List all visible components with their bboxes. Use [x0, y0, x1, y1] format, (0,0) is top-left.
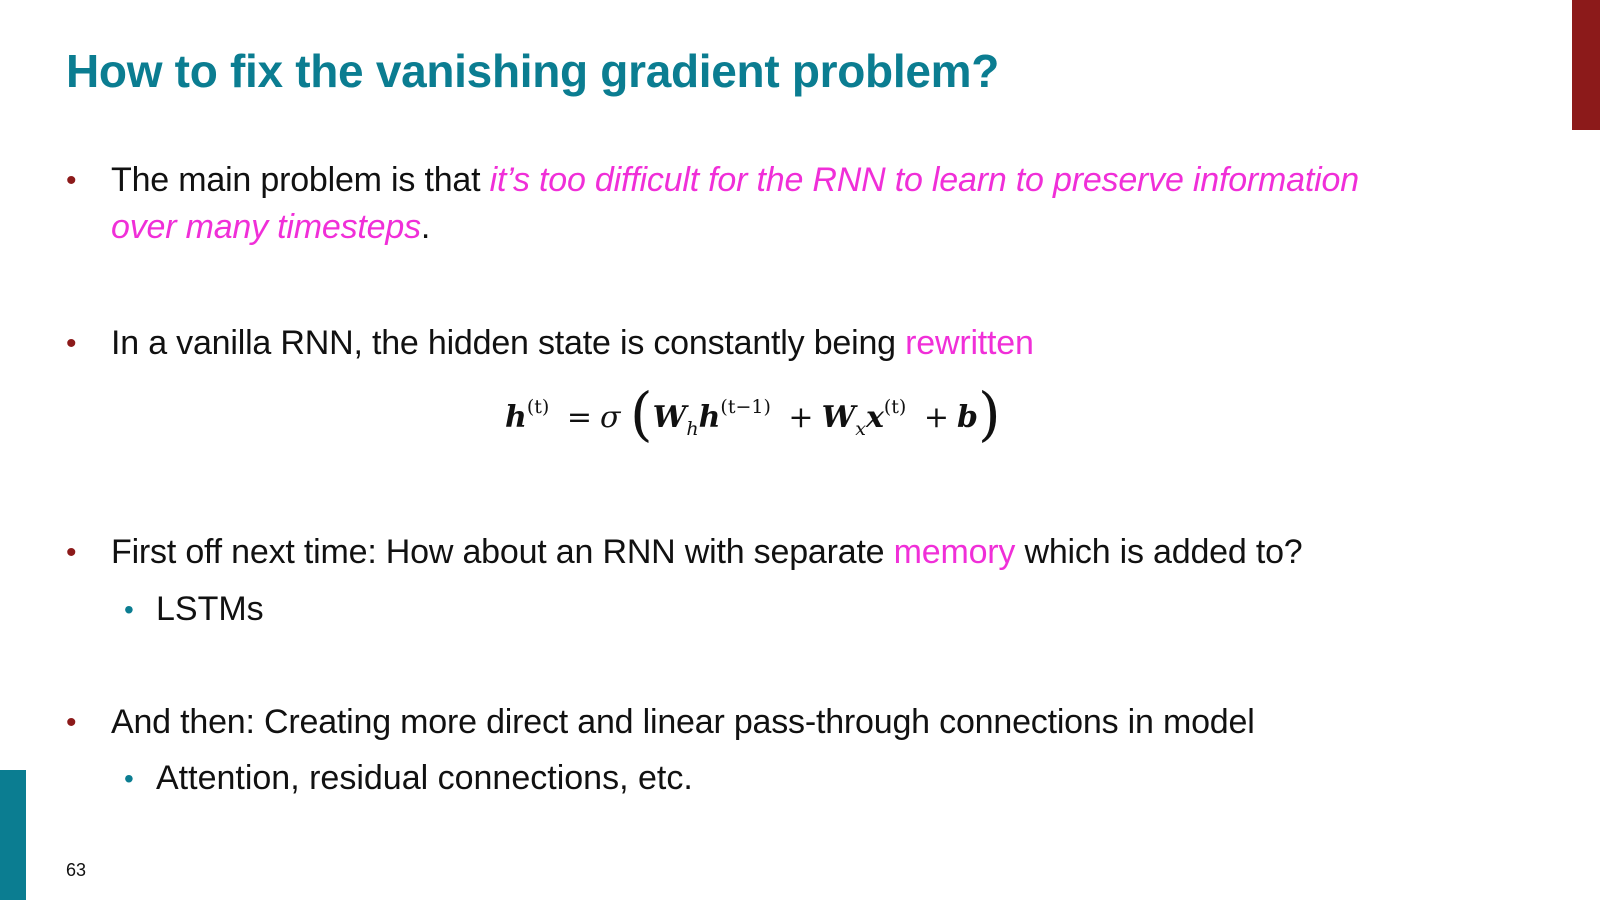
eq-sigma: σ	[599, 400, 621, 435]
eq-plus-2: +	[923, 400, 950, 435]
bullet-dot-icon: •	[66, 327, 77, 360]
bullet-2-text: In a vanilla RNN, the hidden state is co…	[111, 320, 1561, 367]
bullet-1-highlight-line1: it’s too difficult for the RNN to learn …	[489, 161, 1359, 199]
bullet-1-text: The main problem is that it’s too diffic…	[111, 157, 1561, 251]
bullet-dot-icon: •	[66, 706, 77, 739]
eq-w-x-sub: x	[855, 418, 866, 440]
bullet-3-before: First off next time: How about an RNN wi…	[111, 533, 894, 571]
eq-h: h	[505, 400, 527, 435]
eq-w-x: W	[821, 400, 856, 435]
bullet-1-after: .	[420, 208, 431, 246]
bullet-4-text: And then: Creating more direct and linea…	[111, 703, 1255, 741]
bullet-3-after: which is added to?	[1015, 533, 1303, 571]
bullet-dot-icon: •	[66, 536, 77, 569]
bullet-1-highlight-line2: over many timesteps	[111, 208, 421, 246]
bullet-4-sub-text: Attention, residual connections, etc.	[156, 759, 693, 797]
bullet-2-before: In a vanilla RNN, the hidden state is co…	[111, 324, 906, 362]
bullet-3-highlight: memory	[893, 533, 1016, 571]
bullet-3-sub-text: LSTMs	[156, 590, 264, 628]
eq-h-prev-sup: (t−1)	[720, 396, 771, 418]
page-number: 63	[66, 860, 87, 880]
eq-h-prev: h	[698, 400, 721, 435]
bottom-accent-bar	[0, 770, 26, 900]
eq-x-sup: (t)	[883, 396, 907, 418]
eq-plus-1: +	[788, 400, 814, 435]
sub-bullet-dot-icon: •	[124, 594, 134, 625]
bullet-dot-icon: •	[66, 164, 77, 197]
bullet-1-before: The main problem is that	[111, 161, 490, 199]
slide-title: How to fix the vanishing gradient proble…	[66, 45, 1000, 97]
rnn-hidden-state-equation: h(t) =σ (Whh(t−1) +Wxx(t) +b)	[505, 373, 1001, 448]
bullet-3-text: First off next time: How about an RNN wi…	[111, 529, 1561, 576]
eq-w-h: W	[652, 400, 687, 435]
eq-equals: =	[566, 400, 592, 435]
top-accent-bar	[1572, 0, 1600, 130]
bullet-2-highlight: rewritten	[905, 324, 1034, 362]
eq-w-h-sub: h	[686, 418, 699, 440]
eq-open-paren: (	[630, 380, 653, 448]
eq-h-sup: (t)	[526, 396, 550, 418]
eq-b: b	[957, 400, 979, 435]
eq-x: x	[865, 400, 884, 435]
sub-bullet-dot-icon: •	[124, 763, 134, 794]
eq-close-paren: )	[978, 380, 1001, 448]
